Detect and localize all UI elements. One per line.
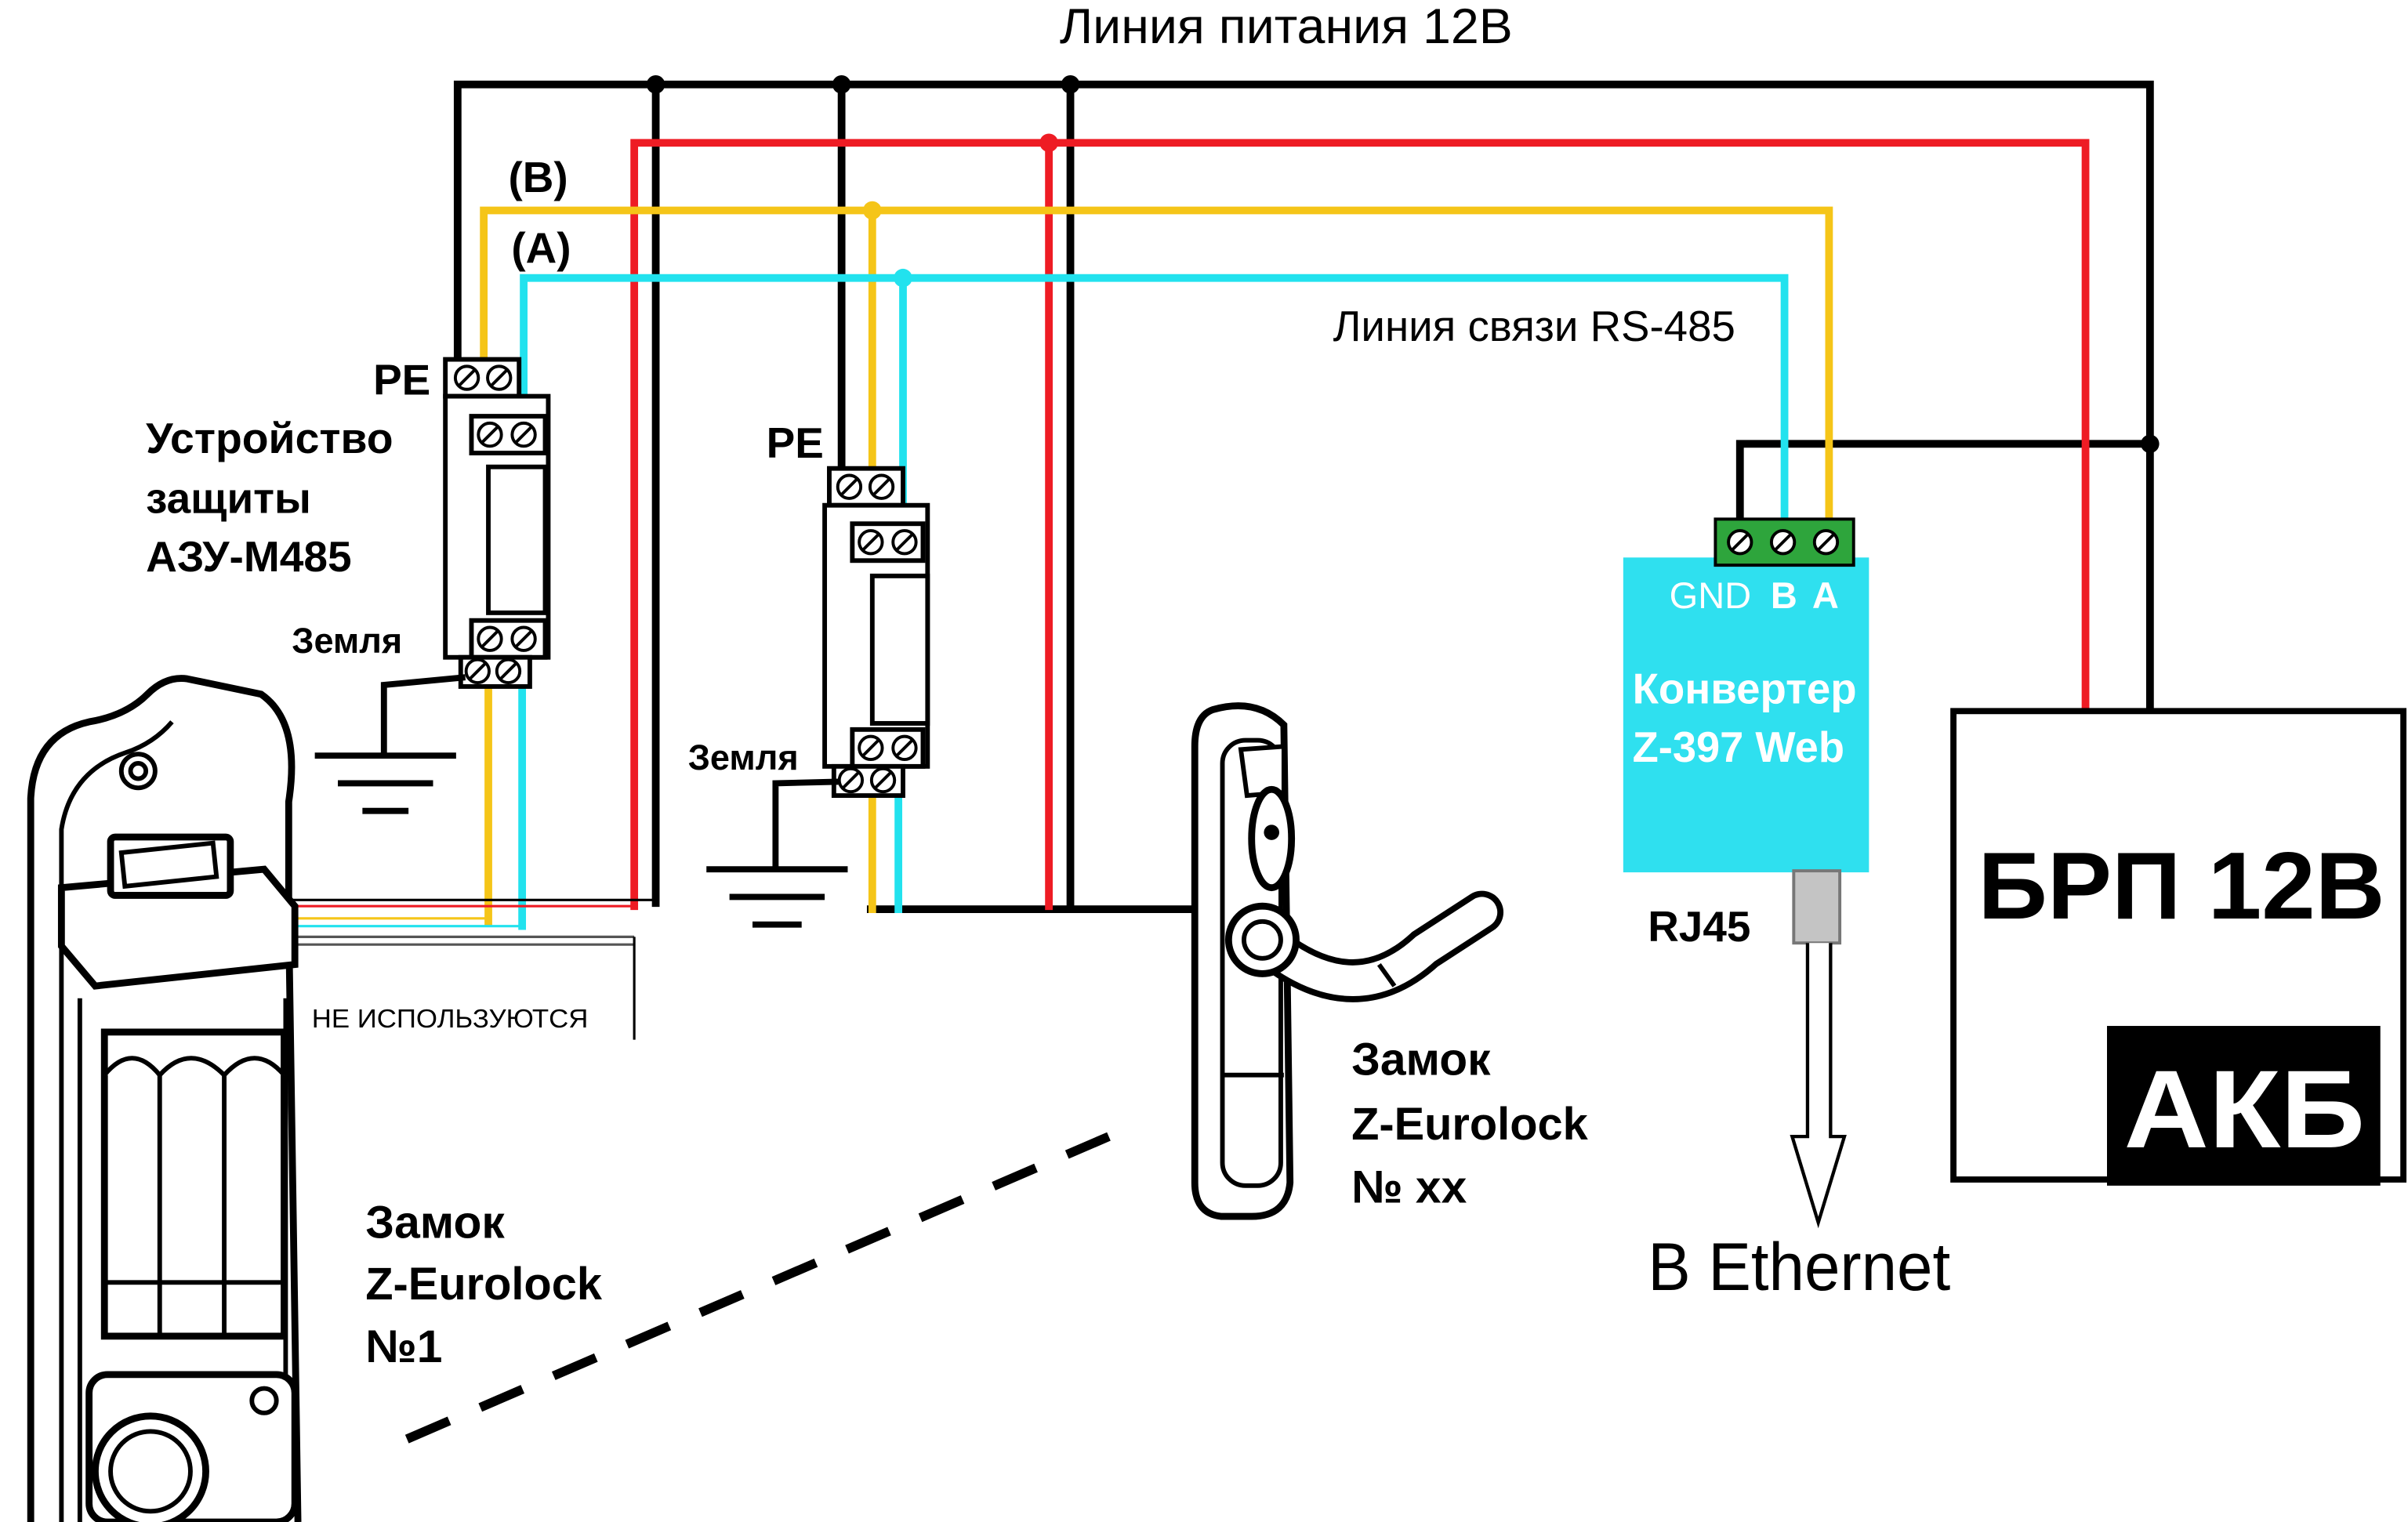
protector1-ground-label: Земля	[292, 621, 402, 661]
rs485-b-wire-main	[480, 206, 1833, 527]
lock-1-illustration	[27, 675, 302, 1522]
lockxx-label-line-2: Z-Eurolock	[1351, 1099, 1588, 1150]
junction-dot	[894, 268, 912, 288]
junction-dot	[1039, 133, 1058, 153]
screw-terminal	[510, 421, 537, 448]
junction-dot	[2141, 434, 2160, 454]
screw-terminal	[477, 421, 503, 448]
screw-terminal	[453, 364, 481, 391]
protector1-name-line-2: защиты	[146, 474, 311, 523]
screw-terminal	[1812, 529, 1840, 556]
screw-terminal	[836, 473, 863, 500]
protector-front-panel	[486, 464, 548, 615]
lock1-label-line-3: №1	[365, 1321, 442, 1372]
battery-label: АКБ	[2124, 1047, 2366, 1171]
lock-xx-illustration	[1191, 702, 1504, 1220]
screw-terminal	[891, 734, 918, 761]
terminal-label-b: B	[1771, 574, 1797, 616]
screw-terminal	[858, 734, 884, 761]
terminal-label-a: A	[1812, 574, 1839, 616]
protector2-pe-label: PE	[767, 419, 824, 467]
ethernet-label: В Ethernet	[1648, 1230, 1950, 1305]
screw-terminal	[477, 625, 503, 652]
screw-terminal	[1769, 529, 1797, 556]
converter-gnd-wire	[1735, 440, 2154, 527]
rj45-connector	[1792, 869, 1842, 945]
lock1-label-line-2: Z-Eurolock	[365, 1259, 602, 1310]
lock1-label-line-1: Замок	[365, 1197, 505, 1248]
power-supply-label: БРП 12В	[1978, 832, 2384, 939]
ground-symbol-2	[706, 778, 848, 928]
converter-name-line-1: Конвертер	[1633, 665, 1857, 713]
ethernet-arrow-icon	[1790, 943, 1847, 1229]
screw-terminal	[495, 658, 522, 685]
screw-terminal	[464, 658, 491, 685]
ground-wire-main	[453, 80, 2154, 716]
terminal-label-gnd: GND	[1670, 574, 1751, 616]
screw-terminal	[837, 766, 865, 794]
rs485-line-label: Линия связи RS-485	[1333, 302, 1735, 350]
lockxx-label-line-1: Замок	[1351, 1035, 1491, 1085]
battery-compartment	[100, 1028, 288, 1340]
junction-dot	[832, 75, 851, 94]
protector1-pe-label: PE	[373, 356, 430, 404]
keyhole-icon	[1264, 824, 1279, 840]
surge-protector-1	[443, 357, 551, 689]
screw-terminal	[868, 473, 895, 500]
rs485-a-label: (A)	[511, 223, 571, 272]
power-line-label: Линия питания 12В	[1060, 0, 1513, 54]
junction-dot	[1061, 75, 1080, 94]
converter-name-line-2: Z-397 Web	[1633, 723, 1844, 771]
protector2-ground-label: Земля	[688, 737, 799, 777]
surge-protector-2	[822, 466, 930, 799]
screw-terminal	[510, 625, 537, 652]
ground-symbol-1	[314, 674, 466, 814]
protector1-name-line-1: Устройство	[146, 414, 393, 462]
lockxx-label-line-3: № xx	[1351, 1161, 1467, 1212]
screw-terminal	[869, 766, 897, 794]
converter-body	[1623, 557, 1869, 873]
screw-terminal	[858, 529, 884, 556]
rs485-a-wire-main	[520, 274, 1789, 527]
battery-box	[2107, 1026, 2381, 1186]
protector-front-panel	[869, 573, 930, 726]
rs485-b-label: (B)	[508, 153, 568, 201]
rj45-label: RJ45	[1648, 902, 1750, 951]
protector1-name-line-3: АЗУ-М485	[146, 532, 352, 581]
junction-dot	[863, 201, 882, 220]
screw-terminal	[1727, 529, 1753, 556]
converter-z397: GND B A Конвертер Z-397 Web	[1623, 517, 1869, 873]
screw-terminal	[486, 364, 513, 391]
junction-dot	[646, 75, 665, 94]
unused-leads-label: НЕ ИСПОЛЬЗУЮТСЯ	[312, 1005, 589, 1034]
plus-12v-wire-main	[630, 139, 2090, 911]
screw-terminal	[891, 529, 918, 556]
